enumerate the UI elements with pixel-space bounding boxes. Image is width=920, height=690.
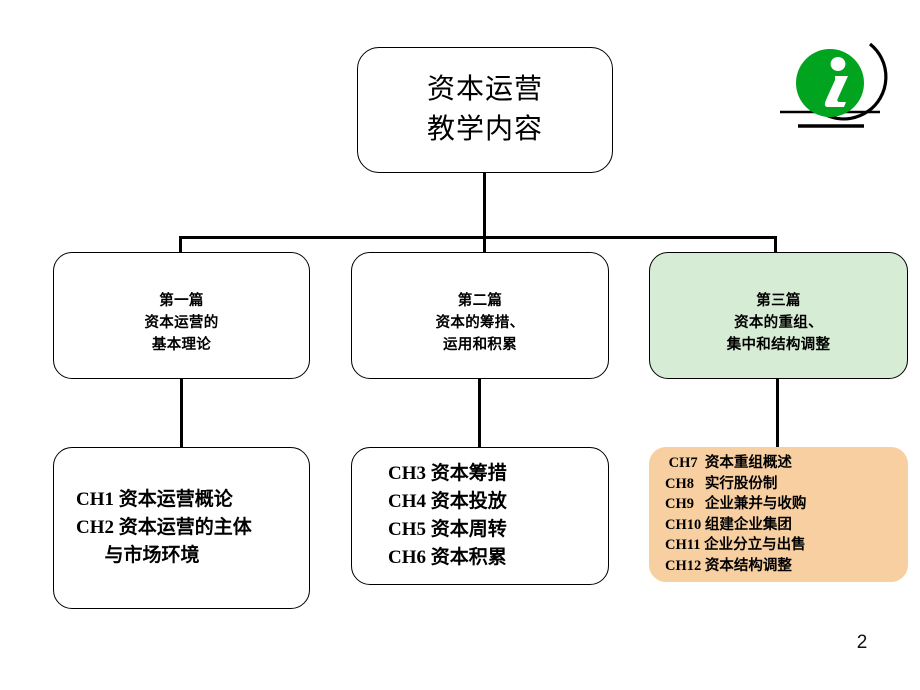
section-node-line: 资本运营的 [144, 314, 219, 331]
connector-horizontal-bar [179, 236, 777, 240]
chapter-list-line: CH6 资本积累 [388, 547, 507, 568]
chapter-list-line: CH9 企业兼并与收购 [665, 496, 807, 512]
section-node-line: 集中和结构调整 [726, 336, 831, 353]
chapter-list-line: CH11 企业分立与出售 [665, 537, 806, 553]
chapter-list-text: CH3 资本筹措 CH4 资本投放 CH5 资本周转 CH6 资本积累 [352, 460, 507, 572]
chapter-list-text: CH7 资本重组概述 CH8 实行股份制 CH9 企业兼并与收购 CH10 组建… [649, 453, 806, 576]
chapter-list-line: CH5 资本周转 [388, 519, 507, 540]
page-number: 2 [856, 632, 868, 653]
connector-drop-section-1 [179, 236, 183, 253]
root-node-course-title[interactable]: 资本运营 教学内容 [357, 47, 613, 173]
section-node-part-two[interactable]: 第二篇 资本的筹措、 运用和积累 [351, 252, 609, 379]
section-node-part-three[interactable]: 第三篇 资本的重组、 集中和结构调整 [649, 252, 908, 379]
chapter-list-line: 与市场环境 [76, 545, 200, 566]
section-node-line: 运用和积累 [443, 336, 517, 353]
connector-section-2-to-chapters [478, 379, 482, 448]
chapter-list-text: CH1 资本运营概论 CH2 资本运营的主体 与市场环境 [54, 486, 252, 570]
section-node-line: 资本的重组、 [734, 314, 823, 331]
section-node-text: 第一篇 资本运营的 基本理论 [145, 276, 219, 356]
chapter-list-line: CH3 资本筹措 [388, 463, 507, 484]
section-node-line: 第二篇 [457, 292, 503, 309]
chapter-list-line: CH2 资本运营的主体 [76, 517, 252, 538]
section-node-line: 资本的筹措、 [435, 314, 525, 331]
chapter-list-line: CH12 资本结构调整 [665, 557, 792, 574]
connector-section-3-to-chapters [776, 379, 780, 448]
chapter-list-line: CH8 实行股份制 [665, 475, 778, 492]
root-node-text: 资本运营 教学内容 [427, 70, 543, 150]
root-node-line: 教学内容 [426, 114, 543, 145]
chapter-list-line: CH4 资本投放 [388, 491, 507, 512]
connector-section-1-to-chapters [179, 379, 183, 448]
connector-root-stem [483, 173, 487, 237]
information-logo [778, 38, 888, 138]
connector-drop-section-2 [483, 236, 487, 253]
connector-drop-section-3 [773, 236, 777, 253]
chapter-list-line: CH7 资本重组概述 [665, 455, 792, 471]
root-node-line: 资本运营 [426, 74, 543, 105]
section-node-line: 第一篇 [159, 292, 204, 309]
chapter-list-line: CH10 组建企业集团 [665, 516, 792, 533]
chapter-list-part-three[interactable]: CH7 资本重组概述 CH8 实行股份制 CH9 企业兼并与收购 CH10 组建… [649, 447, 908, 582]
section-node-line: 基本理论 [151, 336, 212, 353]
section-node-text: 第二篇 资本的筹措、 运用和积累 [436, 276, 525, 356]
section-node-text: 第三篇 资本的重组、 集中和结构调整 [727, 276, 831, 356]
section-node-line: 第三篇 [756, 292, 801, 309]
chapter-list-line: CH1 资本运营概论 [76, 489, 233, 510]
section-node-part-one[interactable]: 第一篇 资本运营的 基本理论 [53, 252, 310, 379]
chapter-list-part-one[interactable]: CH1 资本运营概论 CH2 资本运营的主体 与市场环境 [53, 447, 310, 609]
chapter-list-part-two[interactable]: CH3 资本筹措 CH4 资本投放 CH5 资本周转 CH6 资本积累 [351, 447, 609, 585]
